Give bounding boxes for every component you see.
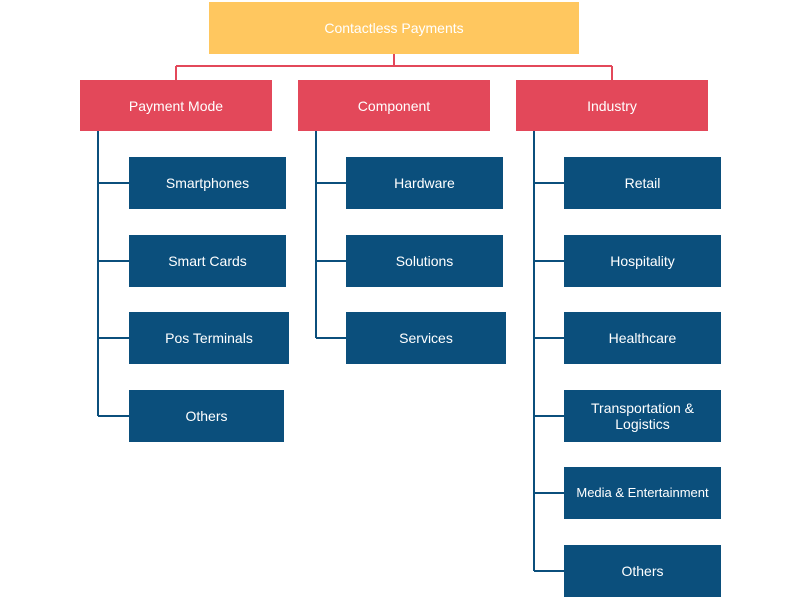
category-node-industry: Industry — [516, 80, 708, 131]
leaf-node: Hardware — [346, 157, 503, 209]
leaf-label: Media & Entertainment — [576, 485, 709, 500]
leaf-label: Transportation & Logistics — [591, 400, 694, 432]
leaf-connectors — [97, 131, 564, 572]
leaf-label: Services — [399, 330, 453, 346]
root-node: Contactless Payments — [209, 2, 579, 54]
category-label: Industry — [587, 97, 637, 114]
leaf-label: Healthcare — [608, 330, 677, 346]
leaf-node: Transportation & Logistics — [564, 390, 721, 442]
leaf-label: Others — [185, 408, 228, 424]
leaf-node: Others — [564, 545, 721, 597]
leaf-node: Smartphones — [129, 157, 286, 209]
root-connectors — [175, 54, 613, 80]
leaf-node: Services — [346, 312, 506, 364]
leaf-label: Pos Terminals — [165, 330, 253, 346]
root-label: Contactless Payments — [324, 20, 464, 36]
leaf-label: Smart Cards — [168, 253, 247, 269]
category-label: Component — [357, 97, 431, 114]
leaf-node: Pos Terminals — [129, 312, 289, 364]
category-node-payment-mode: Payment Mode — [80, 80, 272, 131]
leaf-label: Retail — [624, 175, 661, 191]
leaf-label: Smartphones — [165, 175, 250, 191]
category-label: Payment Mode — [128, 97, 224, 114]
leaf-label: Hardware — [394, 175, 455, 191]
leaf-node: Media & Entertainment — [564, 467, 721, 519]
leaf-label: Hospitality — [610, 253, 675, 269]
leaf-label: Others — [621, 563, 664, 579]
leaf-node: Solutions — [346, 235, 503, 287]
leaf-node: Retail — [564, 157, 721, 209]
leaf-node: Smart Cards — [129, 235, 286, 287]
leaf-node: Hospitality — [564, 235, 721, 287]
leaf-node: Others — [129, 390, 284, 442]
category-node-component: Component — [298, 80, 490, 131]
leaf-node: Healthcare — [564, 312, 721, 364]
leaf-label: Solutions — [395, 253, 454, 269]
